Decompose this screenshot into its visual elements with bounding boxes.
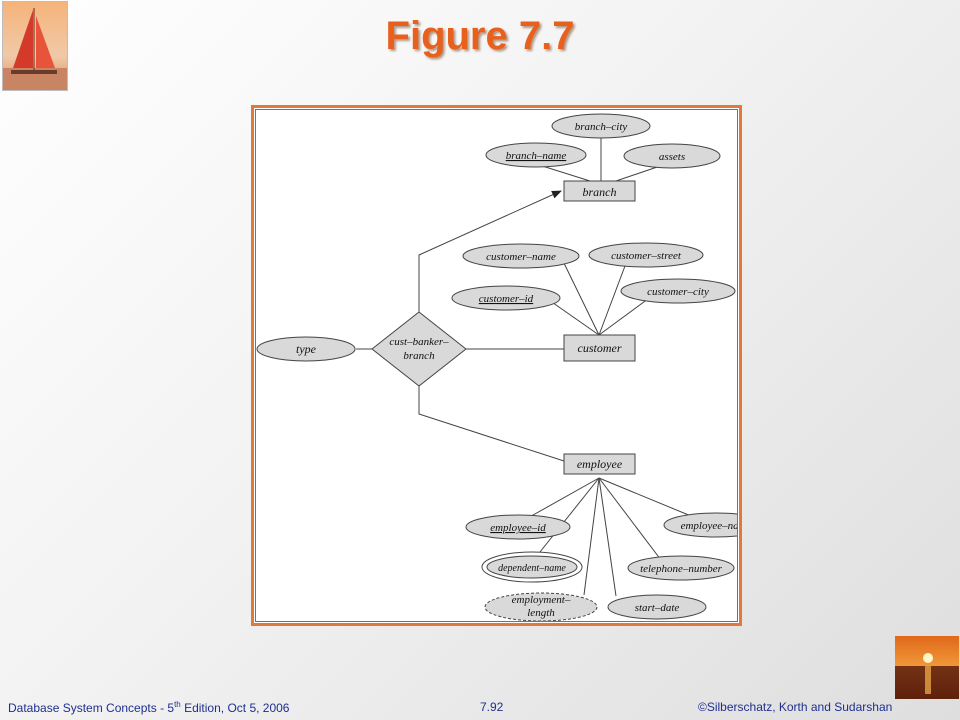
footer-page-number: 7.92: [480, 700, 504, 714]
entity-customer: customer: [563, 334, 636, 362]
attribute-telephone-number-label: telephone–number: [640, 563, 723, 575]
attribute-dependent-name: dependent–name: [481, 551, 583, 583]
sailboat-image: [3, 2, 67, 90]
footer-book-title: Database System Concepts - 5th Edition, …: [8, 700, 289, 715]
attribute-employment-length-line1: employment–: [512, 594, 571, 606]
attribute-customer-id-label: customer–id: [479, 293, 534, 305]
attribute-employee-name: employee–name: [663, 512, 738, 538]
entity-branch-label: branch: [583, 185, 617, 199]
attribute-customer-street-label: customer–street: [611, 250, 682, 262]
sunset-image: [895, 636, 959, 699]
attribute-employee-name-label: employee–name: [681, 520, 738, 532]
attribute-assets-label: assets: [659, 151, 685, 163]
attribute-customer-street: customer–street: [588, 242, 704, 268]
attribute-employee-id: employee–id: [465, 514, 571, 540]
attribute-customer-city: customer–city: [620, 278, 736, 304]
footer-book-title-suffix: Edition, Oct 5, 2006: [180, 701, 290, 715]
attribute-dependent-name-label: dependent–name: [498, 563, 566, 574]
entity-customer-label: customer: [578, 341, 622, 355]
er-diagram: branch customer employee cust–banker– br…: [256, 113, 738, 621]
relationship-label-line2: branch: [403, 350, 435, 362]
attribute-employment-length-line2: length: [527, 607, 555, 619]
attribute-customer-name: customer–name: [462, 243, 580, 269]
attribute-customer-name-label: customer–name: [486, 251, 556, 263]
footer-copyright: ©Silberschatz, Korth and Sudarshan: [698, 700, 893, 714]
attribute-branch-city-label: branch–city: [575, 121, 628, 133]
sailboat-logo: [2, 1, 68, 91]
slide-title: Figure 7.7: [385, 14, 575, 58]
attribute-start-date: start–date: [607, 594, 707, 620]
er-diagram-canvas: branch customer employee cust–banker– br…: [255, 109, 738, 622]
attribute-type-label: type: [296, 342, 317, 356]
arrow-to-branch: [418, 190, 562, 312]
er-diagram-frame: branch customer employee cust–banker– br…: [251, 105, 742, 626]
attribute-branch-city: branch–city: [551, 113, 651, 139]
attribute-assets: assets: [623, 143, 721, 169]
attribute-branch-name: branch–name: [485, 142, 587, 168]
connector-lines: [356, 135, 692, 597]
footer-edition-superscript: th: [174, 700, 181, 709]
relationship-label-line1: cust–banker–: [389, 336, 449, 348]
attribute-start-date-label: start–date: [635, 602, 680, 614]
relationship-cust-banker-branch: cust–banker– branch: [371, 311, 467, 387]
entity-branch: branch: [563, 180, 636, 202]
slide-footer: Database System Concepts - 5th Edition, …: [0, 700, 960, 720]
attribute-employee-id-label: employee–id: [490, 522, 546, 534]
attribute-telephone-number: telephone–number: [627, 555, 735, 581]
attribute-type: type: [256, 336, 356, 362]
footer-book-title-prefix: Database System Concepts - 5: [8, 701, 175, 715]
attribute-employment-length: employment– length: [484, 592, 598, 621]
entity-employee-label: employee: [577, 457, 623, 471]
entity-employee: employee: [563, 453, 636, 475]
attribute-customer-id: customer–id: [451, 285, 561, 311]
sunset-graphic: [895, 636, 959, 699]
attribute-branch-name-label: branch–name: [506, 150, 567, 162]
attribute-customer-city-label: customer–city: [647, 286, 709, 298]
